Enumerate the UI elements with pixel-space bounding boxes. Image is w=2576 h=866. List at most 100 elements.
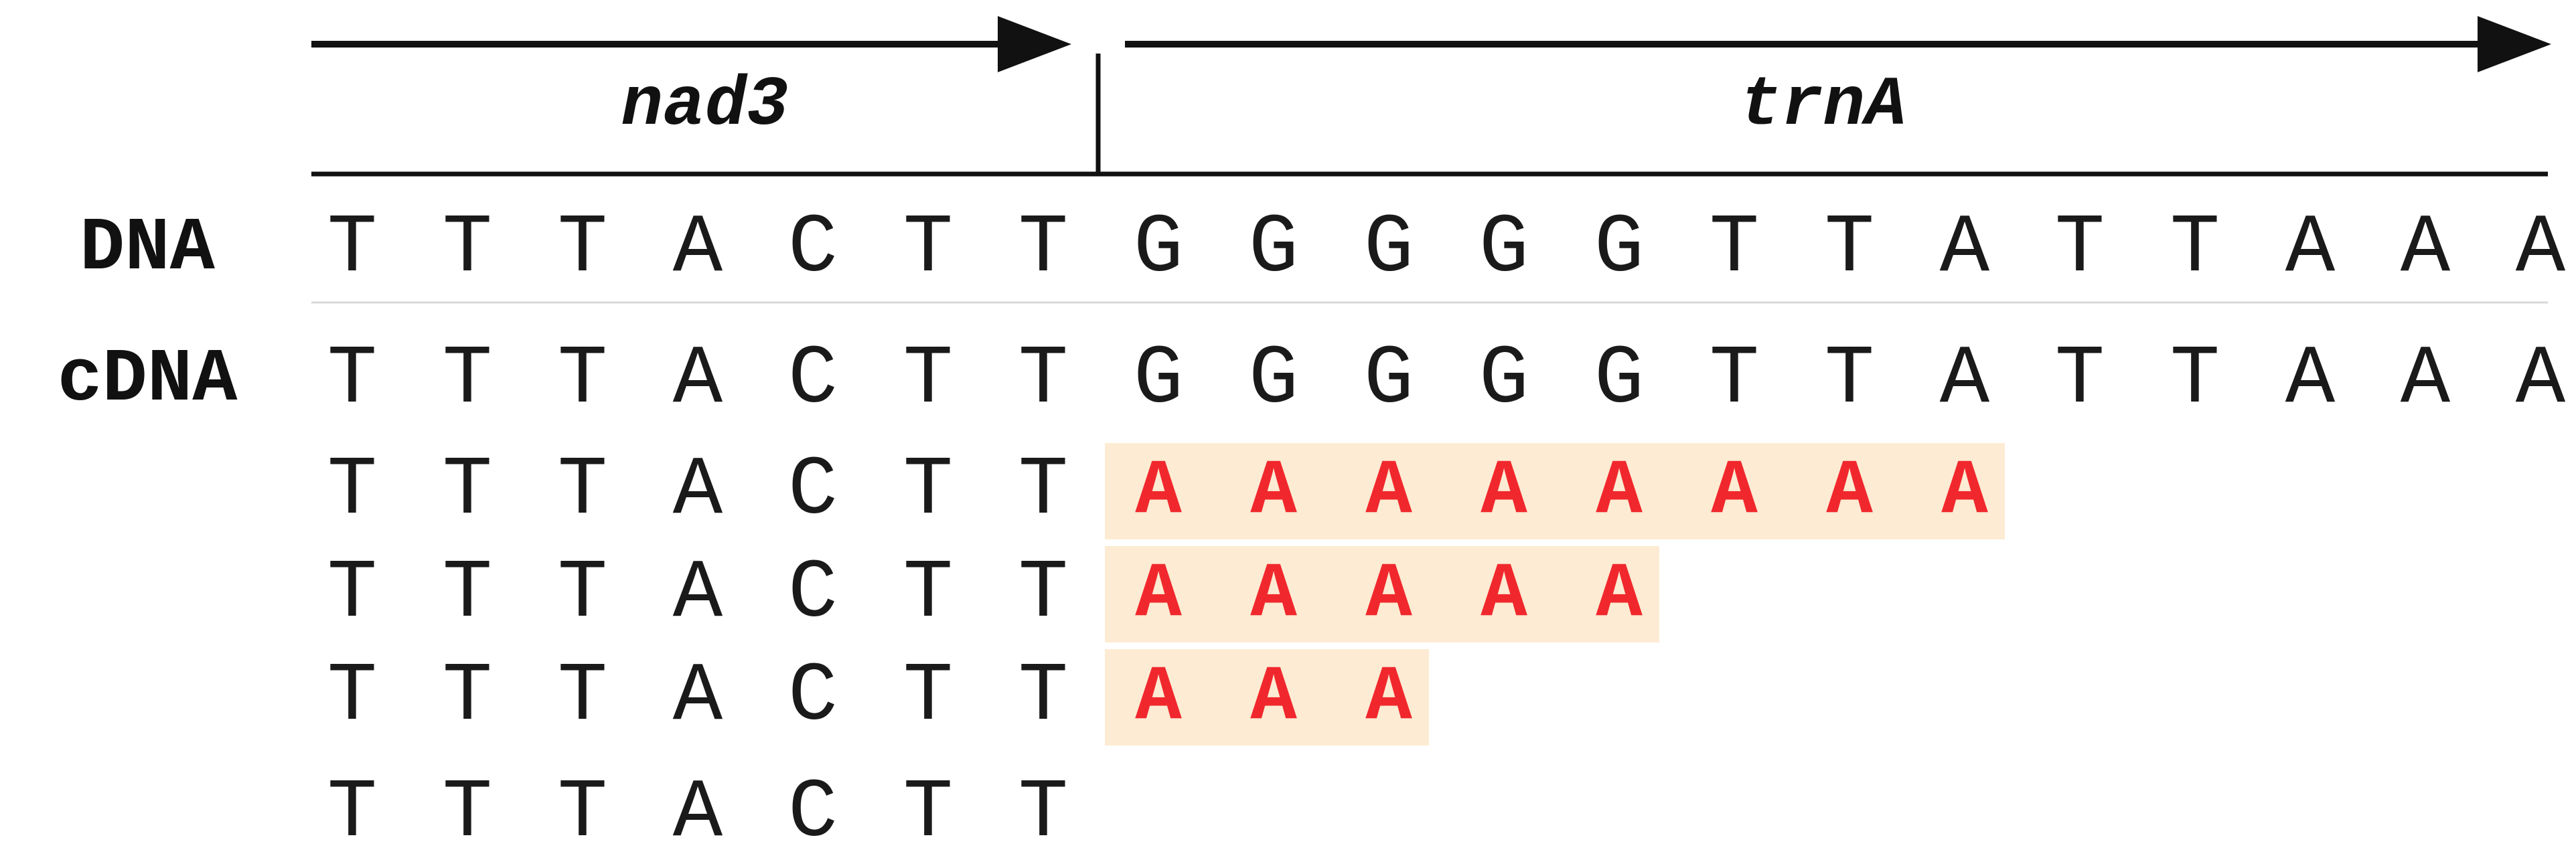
row-label-dna: DNA bbox=[80, 206, 215, 291]
nucleotide: A bbox=[2515, 202, 2566, 296]
nucleotide: T bbox=[327, 651, 378, 744]
nucleotide: G bbox=[1363, 202, 1414, 296]
nucleotide: T bbox=[1018, 333, 1069, 427]
nucleotide: T bbox=[442, 651, 493, 744]
nucleotide: G bbox=[1248, 202, 1299, 296]
nucleotide: T bbox=[903, 202, 954, 296]
nucleotide: G bbox=[1248, 333, 1299, 427]
nucleotide: G bbox=[1594, 202, 1645, 296]
nucleotide: T bbox=[1709, 202, 1760, 296]
nucleotide: T bbox=[327, 333, 378, 427]
nucleotide: A bbox=[2400, 202, 2451, 296]
nucleotide: G bbox=[1363, 333, 1414, 427]
nucleotide: T bbox=[903, 767, 954, 861]
added-a-base: A bbox=[1135, 653, 1182, 742]
nucleotide: A bbox=[1939, 333, 1990, 427]
added-a-base: A bbox=[1135, 447, 1182, 535]
nucleotide: G bbox=[1594, 333, 1645, 427]
nucleotide: T bbox=[1018, 202, 1069, 296]
poly-a-tail-highlight bbox=[1105, 443, 2005, 539]
added-a-base: A bbox=[1365, 653, 1412, 742]
added-a-base: A bbox=[1711, 447, 1758, 535]
added-a-base: A bbox=[1365, 550, 1412, 638]
added-a-base: A bbox=[1250, 653, 1297, 742]
row-label-cdna: cDNA bbox=[57, 337, 238, 422]
gene-label-nad3: nad3 bbox=[621, 66, 789, 145]
added-a-base: A bbox=[1596, 447, 1643, 535]
nucleotide: T bbox=[1709, 333, 1760, 427]
nucleotide: T bbox=[1018, 767, 1069, 861]
nucleotide: T bbox=[327, 444, 378, 538]
nucleotide: T bbox=[1824, 333, 1875, 427]
added-a-base: A bbox=[1481, 447, 1527, 535]
nad3-arrow-head bbox=[998, 16, 1071, 72]
nucleotide: T bbox=[442, 333, 493, 427]
added-a-base: A bbox=[1941, 447, 1988, 535]
nucleotide: T bbox=[1018, 651, 1069, 744]
added-a-base: A bbox=[1365, 447, 1412, 535]
added-a-base: A bbox=[1135, 550, 1182, 638]
nucleotide: T bbox=[442, 767, 493, 861]
nucleotide: T bbox=[903, 547, 954, 641]
nucleotide: G bbox=[1479, 202, 1529, 296]
nucleotide: T bbox=[2054, 202, 2105, 296]
nucleotide: G bbox=[1479, 333, 1529, 427]
nucleotide: T bbox=[327, 767, 378, 861]
nucleotide: T bbox=[557, 547, 608, 641]
nucleotide: T bbox=[903, 651, 954, 744]
nucleotide: A bbox=[672, 651, 723, 744]
gene-label-trna: trnA bbox=[1739, 66, 1907, 145]
added-a-base: A bbox=[1481, 550, 1527, 638]
nucleotide: A bbox=[672, 444, 723, 538]
nucleotide: A bbox=[672, 202, 723, 296]
nucleotide: T bbox=[557, 651, 608, 744]
nucleotide: T bbox=[442, 547, 493, 641]
nucleotide: A bbox=[672, 547, 723, 641]
nucleotide: A bbox=[2515, 333, 2566, 427]
nucleotide: T bbox=[903, 444, 954, 538]
nucleotide: C bbox=[787, 547, 838, 641]
nucleotide: C bbox=[787, 333, 838, 427]
nucleotide: T bbox=[557, 767, 608, 861]
nucleotide: A bbox=[672, 333, 723, 427]
nucleotide: T bbox=[442, 444, 493, 538]
nucleotide: T bbox=[327, 547, 378, 641]
trna-arrow-head bbox=[2478, 16, 2551, 72]
nucleotide: C bbox=[787, 202, 838, 296]
nucleotide: A bbox=[2400, 333, 2451, 427]
nucleotide: T bbox=[557, 333, 608, 427]
nucleotide: A bbox=[672, 767, 723, 861]
nucleotide: T bbox=[2170, 333, 2220, 427]
added-a-base: A bbox=[1826, 447, 1873, 535]
nucleotide: A bbox=[1939, 202, 1990, 296]
nucleotide: T bbox=[1018, 547, 1069, 641]
added-a-base: A bbox=[1250, 550, 1297, 638]
nucleotide: T bbox=[2054, 333, 2105, 427]
poly-a-tail-highlight bbox=[1105, 649, 1429, 746]
added-a-base: A bbox=[1596, 550, 1643, 638]
nucleotide: T bbox=[1018, 444, 1069, 538]
nucleotide: T bbox=[557, 202, 608, 296]
poly-a-tail-highlight bbox=[1105, 546, 1659, 642]
nucleotide: G bbox=[1133, 202, 1184, 296]
nucleotide: T bbox=[442, 202, 493, 296]
nucleotide: C bbox=[787, 444, 838, 538]
nucleotide: T bbox=[557, 444, 608, 538]
nucleotide: A bbox=[2285, 333, 2336, 427]
nucleotide: T bbox=[903, 333, 954, 427]
nucleotide: T bbox=[2170, 202, 2220, 296]
added-a-base: A bbox=[1250, 447, 1297, 535]
nucleotide: G bbox=[1133, 333, 1184, 427]
nucleotide: A bbox=[2285, 202, 2336, 296]
nucleotide: C bbox=[787, 767, 838, 861]
gene-annotation-header bbox=[311, 16, 2551, 304]
nucleotide: T bbox=[1824, 202, 1875, 296]
nucleotide: T bbox=[327, 202, 378, 296]
